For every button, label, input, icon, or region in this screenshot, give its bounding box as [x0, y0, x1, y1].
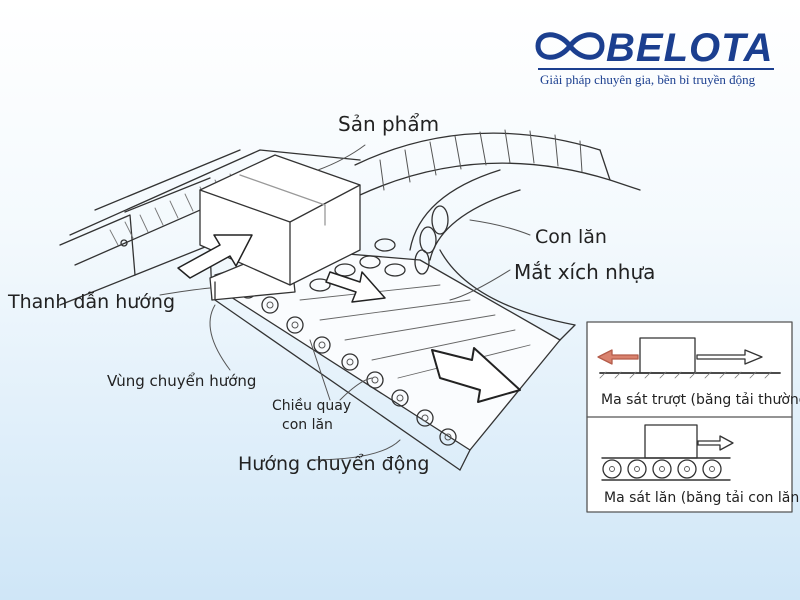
label-plastic-chain: Mắt xích nhựa: [514, 260, 655, 284]
caption-rolling-friction: Ma sát lăn (băng tải con lăn): [604, 490, 800, 506]
brand-tagline: Giải pháp chuyên gia, bền bỉ truyền động: [540, 72, 755, 88]
infinity-logo-icon: [538, 35, 602, 58]
brand-name: BELOTA: [606, 26, 773, 71]
caption-sliding-friction: Ma sát trượt (băng tải thường): [601, 392, 800, 408]
label-motion-direction: Hướng chuyển động: [238, 453, 429, 475]
label-roller: Con lăn: [535, 226, 607, 248]
friction-inset: [587, 322, 792, 512]
label-rotation-line2: con lăn: [282, 417, 333, 433]
label-guide-rail: Thanh dẫn hướng: [7, 290, 175, 313]
label-rotation-line1: Chiều quay: [272, 397, 351, 414]
label-product: Sản phẩm: [338, 112, 439, 136]
brand-divider: [538, 68, 774, 70]
label-turn-zone: Vùng chuyển hướng: [107, 372, 256, 390]
